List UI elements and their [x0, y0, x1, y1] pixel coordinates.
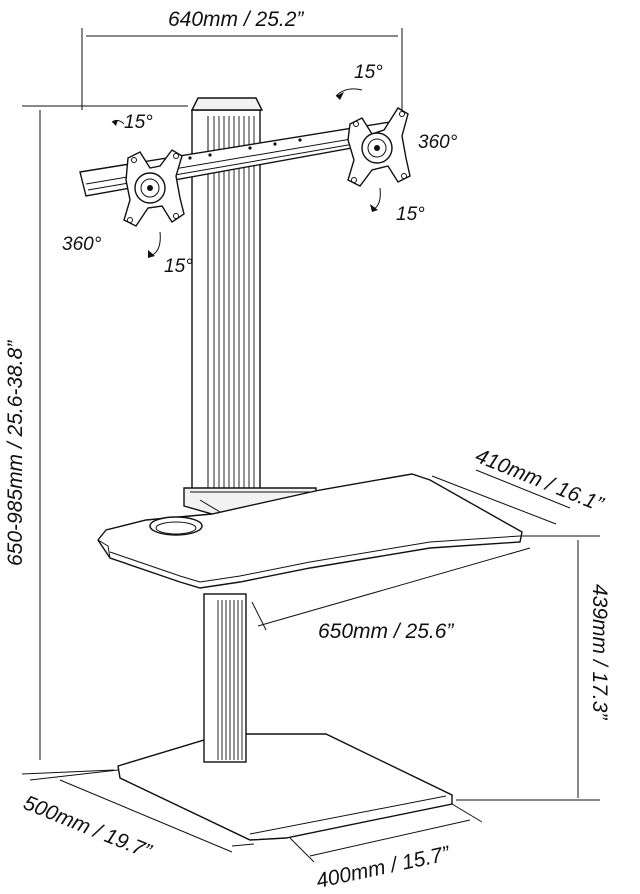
desk-width-label: 650mm / 25.6”	[318, 620, 454, 643]
lower-column	[203, 593, 247, 763]
rotation-arrows	[111, 88, 381, 258]
desk-surface	[97, 473, 523, 589]
base-depth-label: 500mm / 19.7”	[20, 791, 155, 863]
rotate-left-label: 360°	[62, 234, 102, 255]
base-plate	[117, 733, 453, 841]
total-height-label: 650-985mm / 25.6-38.8”	[4, 340, 27, 566]
tilt-top-right-label: 15°	[354, 62, 383, 83]
right-vesa-plate	[347, 107, 411, 187]
rotate-right-label: 360°	[418, 132, 458, 153]
desk-depth-label: 410mm / 16.1”	[472, 444, 607, 516]
width-arm-label: 640mm / 25.2”	[168, 8, 304, 31]
swivel-right-label: 15°	[396, 204, 425, 225]
tilt-top-left-label: 15°	[124, 112, 153, 133]
swivel-left-label: 15°	[164, 256, 193, 277]
dimension-lines	[21, 28, 600, 863]
left-vesa-plate	[123, 149, 185, 227]
desk-height-label: 439mm / 17.3”	[588, 584, 611, 720]
base-width-label: 400mm / 15.7”	[314, 842, 452, 893]
